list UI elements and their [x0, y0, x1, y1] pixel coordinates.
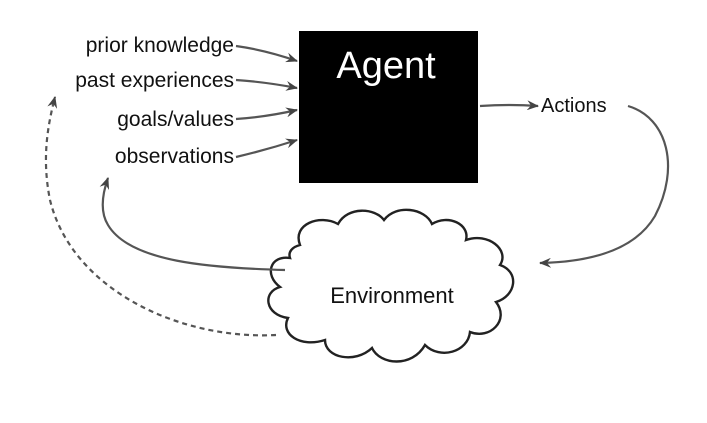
input-label-goals-values: goals/values — [117, 108, 234, 131]
actions-label: Actions — [541, 95, 607, 117]
input-arrow-prior-knowledge — [235, 44, 298, 63]
environment-cloud — [267, 208, 515, 363]
input-label-observations: observations — [115, 145, 234, 168]
input-label-prior-knowledge: prior knowledge — [86, 34, 234, 57]
agent-box — [299, 31, 478, 183]
input-arrow-past-experiences — [235, 78, 298, 91]
agent-to-actions-arrow — [479, 100, 539, 111]
input-arrow-observations — [235, 138, 298, 159]
actions-to-environment-arrow — [539, 104, 670, 268]
environment-to-observations-arrow — [99, 177, 286, 272]
environment-to-past-experiences-arrow — [44, 96, 277, 337]
agent-label: Agent — [336, 45, 436, 87]
input-arrow-goals-values — [235, 107, 298, 121]
environment-label: Environment — [330, 283, 454, 308]
input-label-past-experiences: past experiences — [75, 69, 234, 92]
